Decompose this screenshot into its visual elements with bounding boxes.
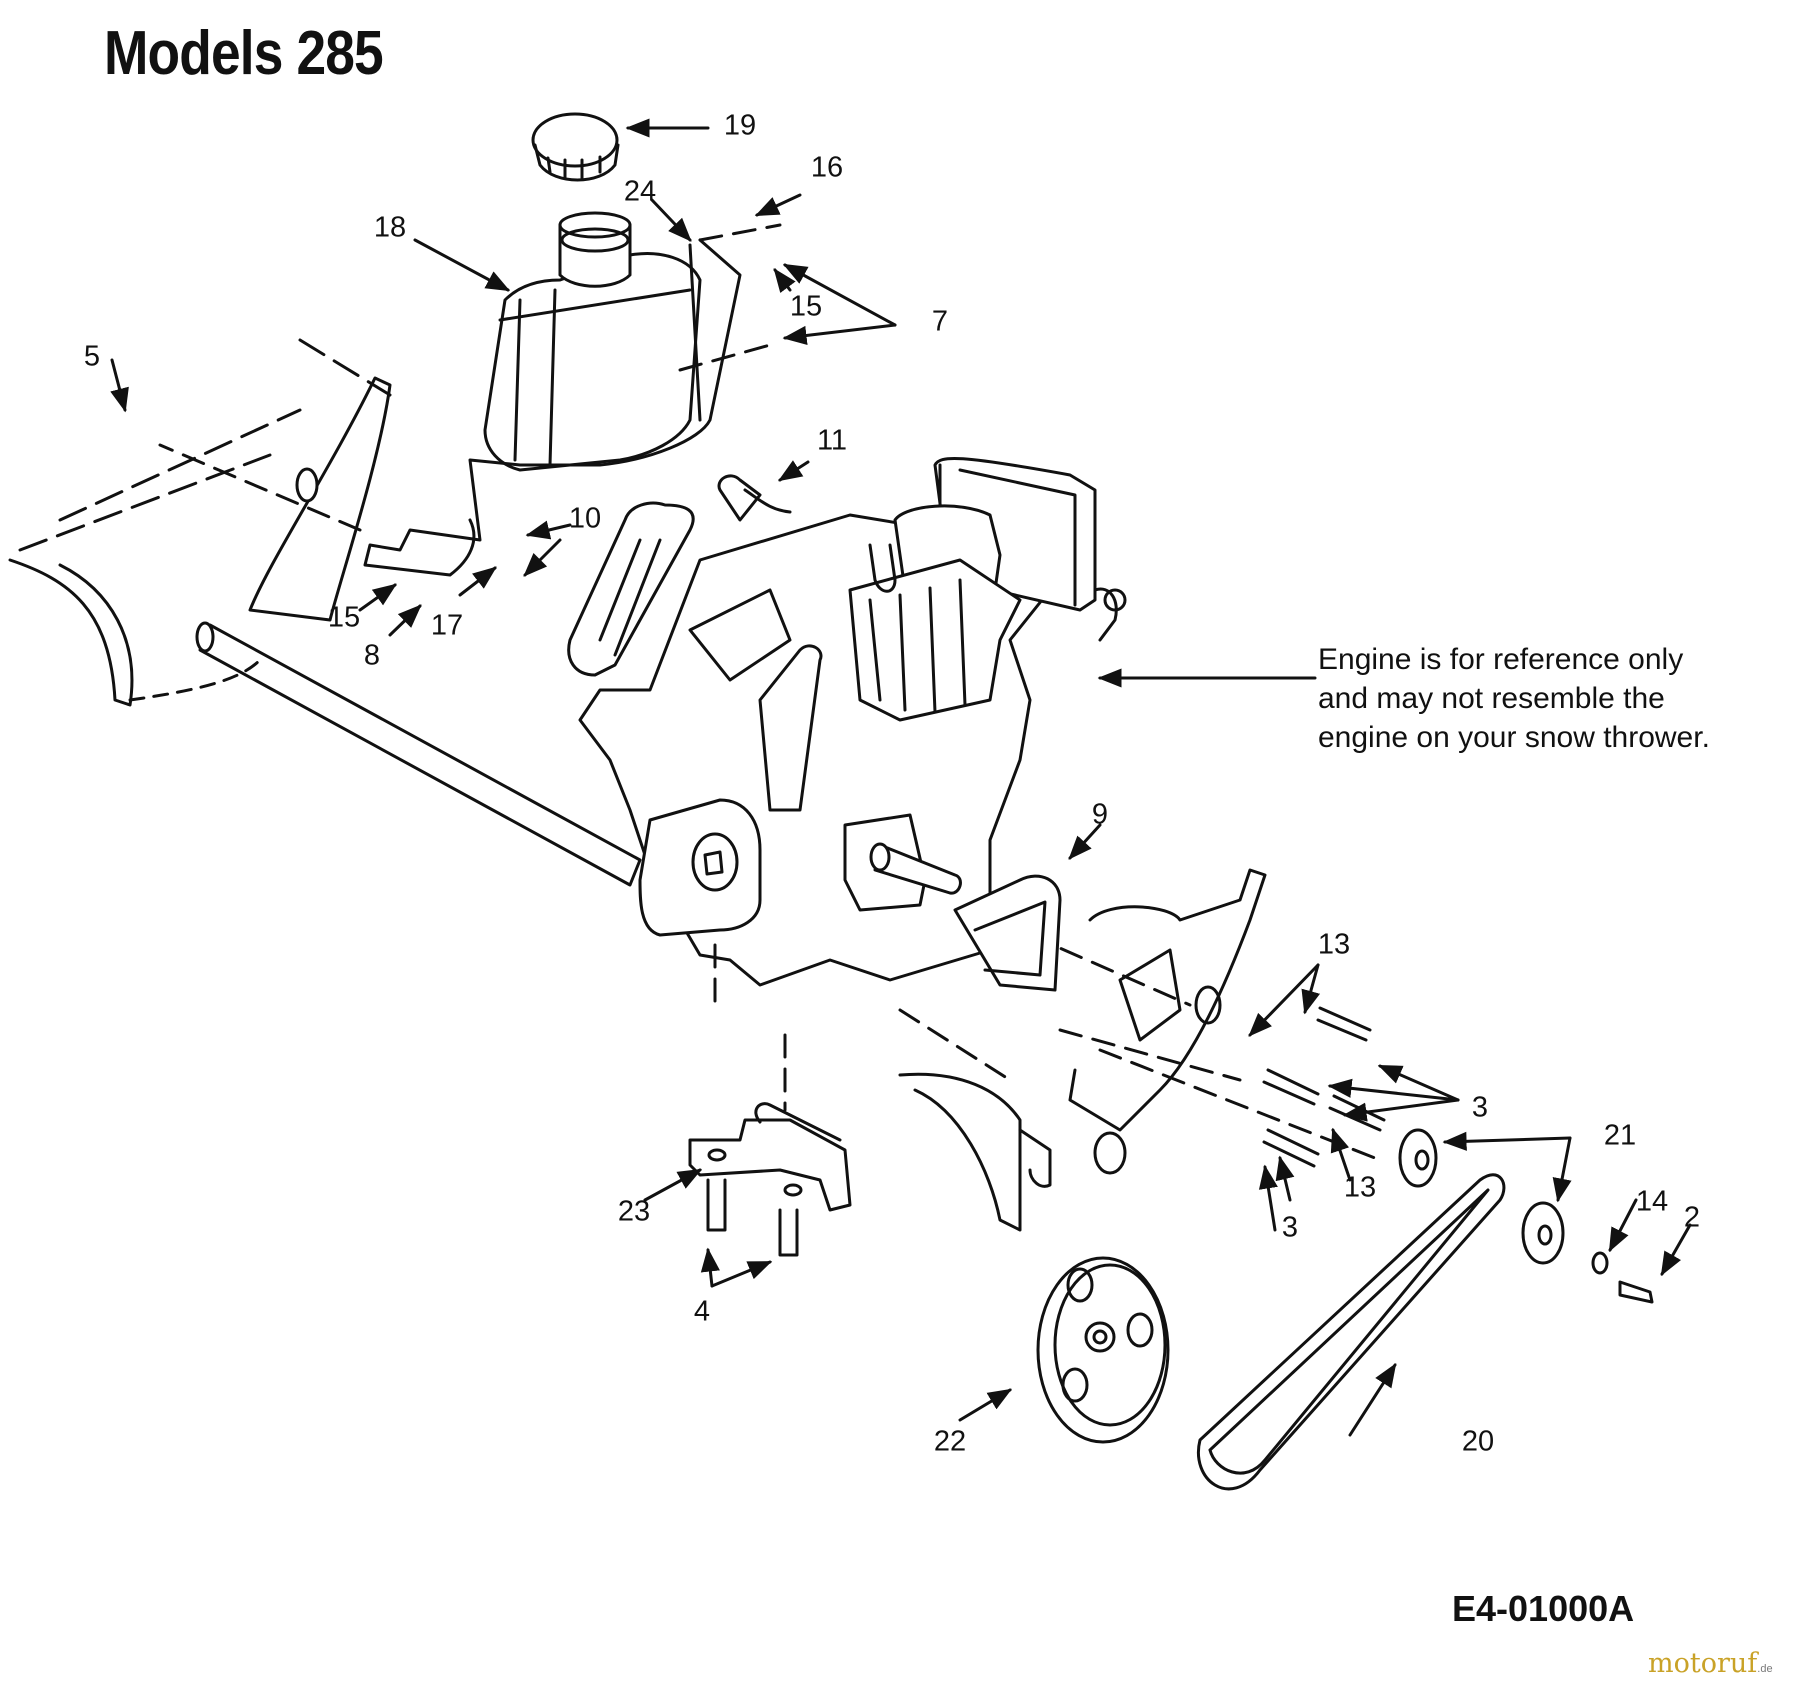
- fuel-tank: [483, 211, 702, 472]
- callout-7: 7: [931, 305, 949, 338]
- callout-5: 5: [83, 340, 101, 373]
- callout-15-top: 15: [789, 290, 823, 323]
- callout-8: 8: [363, 639, 381, 672]
- callout-19: 19: [723, 109, 757, 142]
- callout-15-left: 15: [327, 601, 361, 634]
- engine: [567, 456, 1127, 987]
- callout-20: 20: [1461, 1425, 1495, 1458]
- fuel-cap: [531, 112, 620, 182]
- callout-13-top: 13: [1317, 928, 1351, 961]
- note-line-3: engine on your snow thrower.: [1318, 721, 1710, 754]
- callout-11: 11: [816, 424, 848, 457]
- page-title: Models 285: [104, 19, 384, 88]
- callout-14: 14: [1635, 1185, 1669, 1218]
- engine-reference-note: Engine is for reference only and may not…: [1318, 640, 1788, 757]
- drive-parts: [1036, 1006, 1654, 1491]
- callout-3-right: 3: [1471, 1091, 1489, 1124]
- callout-16: 16: [810, 151, 844, 184]
- diagram-code: E4-01000A: [1452, 1588, 1635, 1629]
- engine-mount: [688, 1102, 852, 1257]
- note-line-2: and may not resemble the: [1318, 682, 1665, 715]
- callout-2: 2: [1683, 1201, 1701, 1234]
- callout-18: 18: [373, 211, 407, 244]
- note-line-1: Engine is for reference only: [1318, 643, 1684, 676]
- callout-13-bottom: 13: [1343, 1171, 1377, 1204]
- watermark-suffix: .de: [1757, 1663, 1773, 1675]
- callout-17: 17: [430, 609, 464, 642]
- tank-bracket: [363, 238, 742, 577]
- callout-9: 9: [1091, 798, 1109, 831]
- callout-22: 22: [933, 1425, 967, 1458]
- callout-24: 24: [623, 175, 657, 208]
- watermark-logo: motoruf.de: [1648, 1648, 1773, 1679]
- callout-21: 21: [1603, 1119, 1637, 1152]
- projection-lines: [158, 223, 1382, 1162]
- watermark-text: motoruf: [1648, 1648, 1758, 1679]
- callout-3-bottom: 3: [1281, 1211, 1299, 1244]
- callout-4: 4: [693, 1295, 711, 1328]
- belt-cover: [898, 868, 1267, 1232]
- frame-and-tube: [8, 338, 642, 887]
- callout-leaders: [110, 118, 1692, 1437]
- callout-23: 23: [617, 1195, 651, 1228]
- callout-10: 10: [568, 502, 602, 535]
